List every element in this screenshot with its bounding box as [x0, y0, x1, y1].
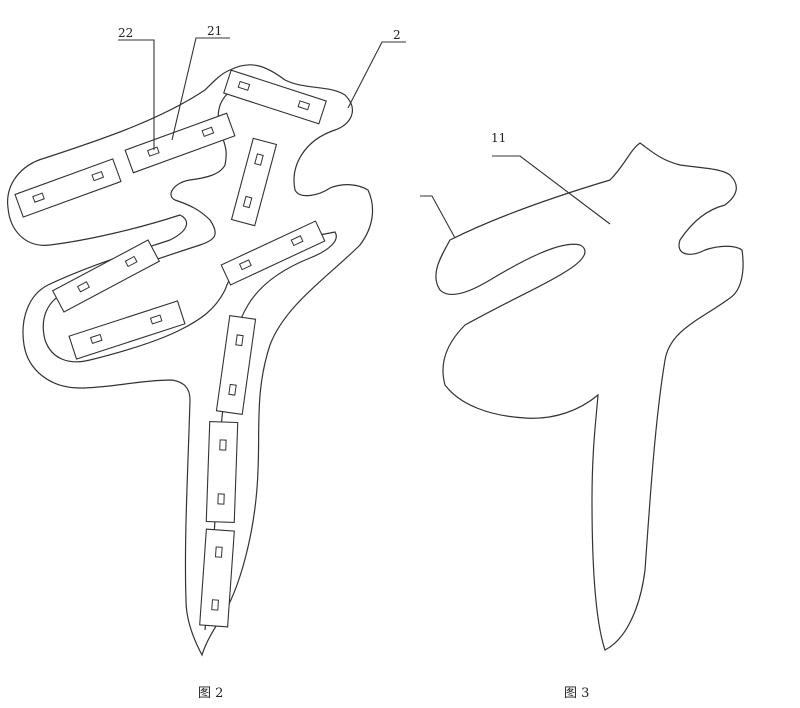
- leader-line-edge: [420, 195, 456, 239]
- figure-3-caption: 图 3: [564, 686, 589, 701]
- inner-outline: [42, 84, 337, 631]
- plate-top: [223, 69, 327, 125]
- plate-stem-2: [205, 420, 239, 524]
- plate-stem-3: [199, 528, 235, 628]
- figure-3: 11 图 3: [420, 131, 744, 701]
- label-22: 22: [118, 26, 133, 40]
- leader-line-11: [492, 155, 611, 225]
- label-11: 11: [491, 131, 506, 145]
- label-21: 21: [207, 24, 222, 38]
- plate-mid-right: [220, 220, 326, 286]
- plate-diagonal: [230, 137, 278, 227]
- figure-2: 22 21 2 图 2: [7, 24, 406, 701]
- plate-stem-1: [215, 315, 257, 415]
- housing-outline: [7, 64, 374, 657]
- character-outline: [435, 142, 744, 651]
- plate-mid-left: [51, 239, 161, 313]
- plate-21: [124, 112, 236, 174]
- leader-line-22: [118, 39, 155, 150]
- plate-left: [14, 158, 122, 218]
- leader-line-2: [347, 41, 406, 109]
- label-2: 2: [393, 28, 401, 42]
- figure-2-caption: 图 2: [198, 686, 223, 701]
- leader-line-21: [171, 37, 230, 141]
- plate-lower-left: [68, 300, 186, 360]
